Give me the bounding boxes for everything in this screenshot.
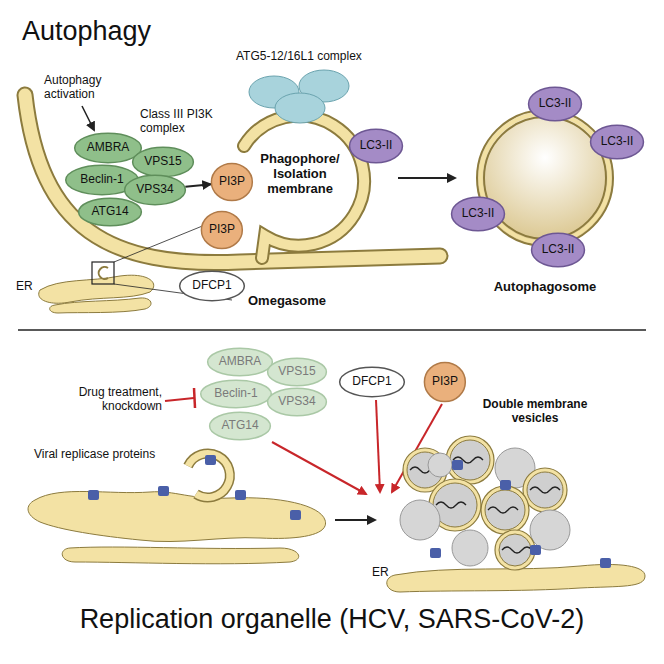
structure-label: Omegasome bbox=[248, 294, 338, 309]
protein-ellipse: VPS15 bbox=[132, 147, 194, 177]
protein-ellipse: DFCP1 bbox=[339, 367, 405, 397]
er-label: ER bbox=[372, 566, 396, 580]
protein-ellipse: LC3-II bbox=[531, 233, 585, 267]
protein-ellipse: ATG14 bbox=[78, 198, 142, 226]
protein-name: LC3-II bbox=[539, 97, 572, 110]
annotation: Drug treatment, knockdown bbox=[36, 386, 162, 414]
protein-ellipse: VPS34 bbox=[124, 175, 186, 205]
protein-name: AMBRA bbox=[87, 141, 130, 154]
protein-name: Beclin-1 bbox=[214, 387, 257, 400]
protein-name: LC3-II bbox=[601, 135, 634, 148]
protein-name: ATG14 bbox=[221, 419, 258, 432]
protein-name: VPS34 bbox=[136, 183, 173, 196]
protein-name: PI3P bbox=[209, 223, 235, 236]
complex-label: ATG5-12/16L1 complex bbox=[236, 50, 416, 64]
annotation: Autophagy activation bbox=[44, 74, 124, 102]
protein-name: LC3-II bbox=[542, 243, 575, 256]
structure-label: Phagophore/ Isolation membrane bbox=[257, 152, 343, 197]
structure-label: Double membrane vesicles bbox=[470, 398, 600, 426]
protein-name: LC3-II bbox=[462, 207, 495, 220]
protein-name: VPS15 bbox=[278, 365, 315, 378]
protein-name: DFCP1 bbox=[192, 279, 231, 292]
protein-name: VPS34 bbox=[278, 395, 315, 408]
protein-ellipse: AMBRA bbox=[207, 348, 273, 376]
protein-ellipse: LC3-II bbox=[349, 129, 403, 163]
complex-label: Class III PI3K complex bbox=[140, 108, 230, 136]
protein-ellipse: PI3P bbox=[211, 163, 253, 201]
protein-name: LC3-II bbox=[360, 139, 393, 152]
protein-ellipse: ATG14 bbox=[209, 412, 271, 440]
title: Autophagy bbox=[22, 16, 322, 47]
structure-label: Autophagosome bbox=[480, 280, 610, 295]
er-label: ER bbox=[16, 280, 40, 294]
protein-ellipse: PI3P bbox=[424, 362, 466, 402]
protein-ellipse: PI3P bbox=[201, 211, 243, 249]
protein-name: ATG14 bbox=[91, 205, 128, 218]
caption: Replication organelle (HCV, SARS-CoV-2) bbox=[0, 604, 664, 635]
protein-name: PI3P bbox=[432, 375, 458, 388]
protein-ellipse: LC3-II bbox=[451, 197, 505, 231]
protein-name: AMBRA bbox=[219, 355, 262, 368]
protein-ellipse: VPS34 bbox=[267, 388, 327, 416]
arrow bbox=[185, 184, 211, 187]
protein-ellipse: DFCP1 bbox=[179, 271, 245, 301]
protein-ellipse: AMBRA bbox=[74, 133, 142, 163]
protein-name: Beclin-1 bbox=[80, 173, 123, 186]
protein-name: DFCP1 bbox=[352, 375, 391, 388]
protein-ellipse: LC3-II bbox=[590, 125, 644, 159]
annotation: Viral replicase proteins bbox=[34, 448, 194, 462]
protein-ellipse: LC3-II bbox=[528, 87, 582, 121]
protein-ellipse: Beclin-1 bbox=[200, 380, 272, 408]
protein-name: VPS15 bbox=[144, 155, 181, 168]
protein-ellipse: VPS15 bbox=[267, 358, 327, 386]
protein-name: PI3P bbox=[219, 175, 245, 188]
